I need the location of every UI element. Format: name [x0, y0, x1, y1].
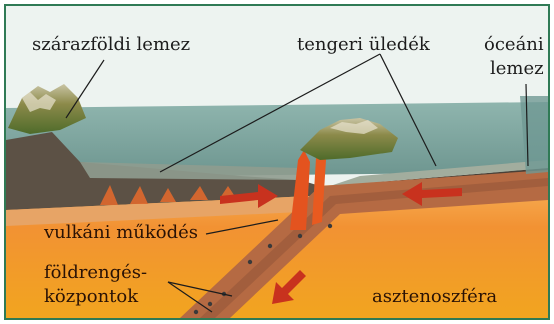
continental-plate-label: szárazföldi lemez	[32, 34, 190, 55]
marine-sediment-label: tengeri üledék	[297, 34, 430, 55]
volcanic-activity-label: vulkáni működés	[44, 222, 198, 243]
oceanic-plate-label-line2: lemez	[490, 58, 544, 79]
asthenosphere-label: asztenoszféra	[372, 286, 497, 307]
earthquake-centers-label-line2: központok	[44, 286, 138, 307]
oceanic-plate-label-line1: óceáni	[484, 34, 544, 55]
earthquake-centers-label-line1: földrengés-	[44, 262, 147, 283]
